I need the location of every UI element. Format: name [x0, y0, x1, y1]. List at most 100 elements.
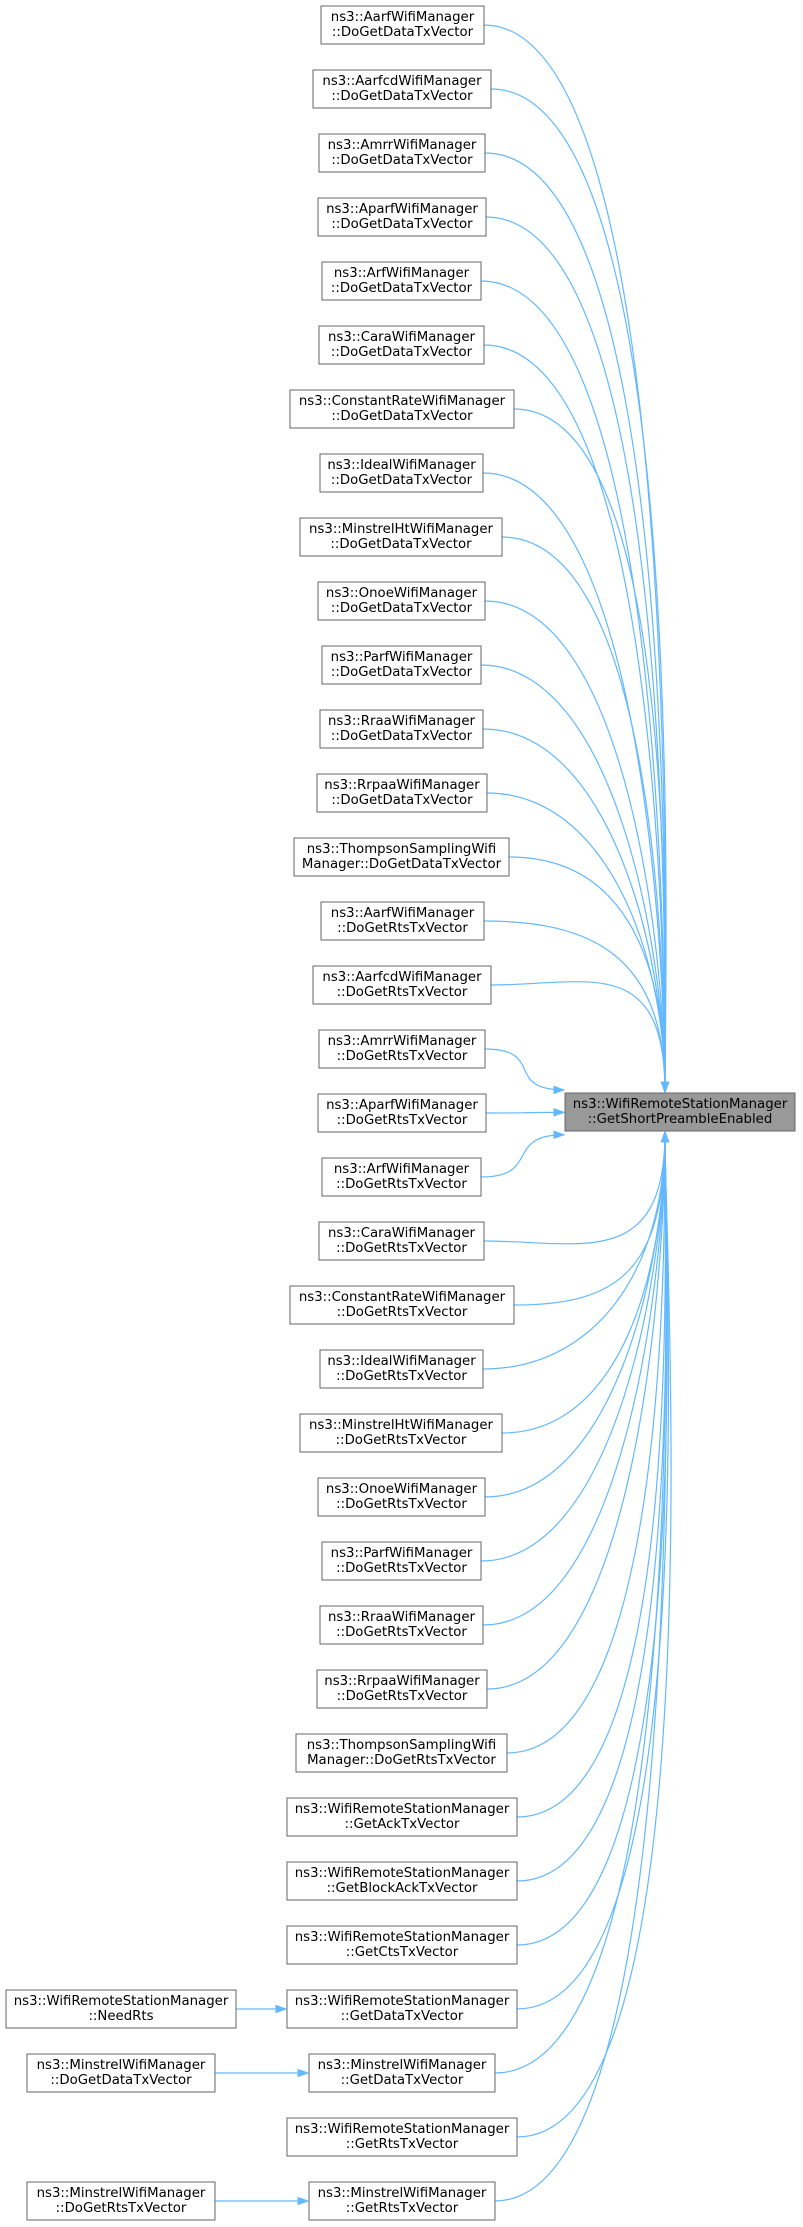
node-label-line: ns3::CaraWifiManager [328, 330, 476, 345]
node-ns3-rrpaawifimanager-dogetdatatxvector[interactable]: ns3::RrpaaWifiManager::DoGetDataTxVector [316, 773, 488, 813]
node-ns3-onoewifimanager-dogetrtstxvector[interactable]: ns3::OnoeWifiManager::DoGetRtsTxVector [317, 1477, 486, 1517]
node-label-line: ns3::WifiRemoteStationManager [295, 1802, 510, 1817]
node-ns3-minstrelhtwifimanager-dogetrtstxvector[interactable]: ns3::MinstrelHtWifiManager::DoGetRtsTxVe… [299, 1413, 503, 1453]
node-box [299, 517, 503, 557]
node-label-line: ::GetShortPreambleEnabled [588, 1112, 773, 1127]
edge-n16-to-target [484, 1048, 566, 1095]
node-box [318, 325, 485, 365]
node-label-line: ns3::RraaWifiManager [328, 1610, 476, 1625]
node-ns3-aarfcdwifimanager-dogetdatatxvector[interactable]: ns3::AarfcdWifiManager::DoGetDataTxVecto… [312, 69, 492, 109]
node-label-line: ::NeedRts [88, 2009, 153, 2024]
node-ns3-aarfwifimanager-dogetdatatxvector[interactable]: ns3::AarfWifiManager::DoGetDataTxVector [320, 5, 485, 45]
edge-line [484, 600, 666, 1093]
node-box [321, 1157, 482, 1197]
edge-n24-to-target [480, 1130, 670, 1562]
node-label-line: Manager::DoGetDataTxVector [302, 857, 502, 872]
node-ns3-idealwifimanager-dogetrtstxvector[interactable]: ns3::IdealWifiManager::DoGetRtsTxVector [319, 1349, 484, 1389]
node-ns3-arfwifimanager-dogetrtstxvector[interactable]: ns3::ArfWifiManager::DoGetRtsTxVector [321, 1157, 482, 1197]
node-ns3-aparfwifimanager-dogetdatatxvector[interactable]: ns3::AparfWifiManager::DoGetDataTxVector [317, 197, 487, 237]
node-ns3-wifiremotestationmanager-getacktxvector[interactable]: ns3::WifiRemoteStationManager::GetAckTxV… [286, 1797, 518, 1837]
edge-n28-to-target [516, 1130, 670, 1818]
edge-arrowhead [275, 2004, 288, 2014]
node-ns3-amrrwifimanager-dogetdatatxvector[interactable]: ns3::AmrrWifiManager::DoGetDataTxVector [318, 133, 486, 173]
node-ns3-aarfwifimanager-dogetrtstxvector[interactable]: ns3::AarfWifiManager::DoGetRtsTxVector [320, 901, 485, 941]
node-box [293, 837, 510, 877]
edge-n35-to-n31 [236, 2004, 288, 2014]
node-ns3-carawifimanager-dogetdatatxvector[interactable]: ns3::CaraWifiManager::DoGetDataTxVector [318, 325, 485, 365]
node-box [321, 261, 482, 301]
edge-line [483, 920, 666, 1093]
node-ns3-wifiremotestationmanager-getblockacktxvector[interactable]: ns3::WifiRemoteStationManager::GetBlockA… [286, 1861, 518, 1901]
node-ns3-minstrelwifimanager-dogetrtstxvector[interactable]: ns3::MinstrelWifiManager::DoGetRtsTxVect… [26, 2181, 216, 2221]
edge-n15-to-target [490, 981, 670, 1094]
edge-line [501, 1131, 666, 1434]
node-ns3-parfwifimanager-dogetrtstxvector[interactable]: ns3::ParfWifiManager::DoGetRtsTxVector [321, 1541, 482, 1581]
node-label-line: ns3::RraaWifiManager [328, 714, 476, 729]
edge-arrowhead [553, 1130, 566, 1140]
node-box [286, 1989, 518, 2029]
node-ns3-minstrelwifimanager-dogetdatatxvector[interactable]: ns3::MinstrelWifiManager::DoGetDataTxVec… [26, 2053, 216, 2093]
node-ns3-wifiremotestationmanager-needrts[interactable]: ns3::WifiRemoteStationManager::NeedRts [5, 1989, 237, 2029]
node-ns3-rraawifimanager-dogetrtstxvector[interactable]: ns3::RraaWifiManager::DoGetRtsTxVector [319, 1605, 484, 1645]
node-label-line: ::DoGetRtsTxVector [336, 1625, 467, 1640]
edge-n13-to-target [508, 856, 670, 1094]
edge-line [480, 1134, 565, 1178]
node-ns3-rrpaawifimanager-dogetrtstxvector[interactable]: ns3::RrpaaWifiManager::DoGetRtsTxVector [316, 1669, 488, 1709]
node-label-line: ns3::ThompsonSamplingWifi [307, 842, 497, 857]
node-box [26, 2053, 216, 2093]
node-ns3-thompsonsamplingwifi-manager-dogetrtstxvector[interactable]: ns3::ThompsonSamplingWifiManager::DoGetR… [295, 1733, 508, 1773]
node-box [321, 1541, 482, 1581]
node-label-line: ns3::ThompsonSamplingWifi [307, 1738, 497, 1753]
node-ns3-minstrelwifimanager-getrtstxvector[interactable]: ns3::MinstrelWifiManager::GetRtsTxVector [308, 2181, 496, 2221]
node-ns3-constantratewifimanager-dogetrtstxvector[interactable]: ns3::ConstantRateWifiManager::DoGetRtsTx… [289, 1285, 515, 1325]
node-box [318, 1221, 485, 1261]
node-ns3-arfwifimanager-dogetdatatxvector[interactable]: ns3::ArfWifiManager::DoGetDataTxVector [321, 261, 482, 301]
node-box [26, 2181, 216, 2221]
node-ns3-onoewifimanager-dogetdatatxvector[interactable]: ns3::OnoeWifiManager::DoGetDataTxVector [317, 581, 486, 621]
node-box [312, 965, 492, 1005]
node-label-line: ns3::MinstrelHtWifiManager [309, 522, 494, 537]
node-ns3-carawifimanager-dogetrtstxvector[interactable]: ns3::CaraWifiManager::DoGetRtsTxVector [318, 1221, 485, 1261]
edge-line [486, 1131, 666, 1690]
node-label-line: ::GetRtsTxVector [346, 2201, 459, 2216]
node-box [286, 1861, 518, 1901]
node-label-line: ns3::OnoeWifiManager [326, 1482, 478, 1497]
edge-arrowhead [553, 1108, 566, 1117]
edge-n36-to-n32 [215, 2068, 310, 2078]
node-box [319, 709, 484, 749]
node-ns3-amrrwifimanager-dogetrtstxvector[interactable]: ns3::AmrrWifiManager::DoGetRtsTxVector [318, 1029, 486, 1069]
node-label-line: ns3::WifiRemoteStationManager [295, 1930, 510, 1945]
node-label-line: ::DoGetRtsTxVector [337, 1113, 468, 1128]
edge-line [508, 856, 666, 1093]
node-ns3-aarfcdwifimanager-dogetrtstxvector[interactable]: ns3::AarfcdWifiManager::DoGetRtsTxVector [312, 965, 492, 1005]
node-ns3-thompsonsamplingwifi-manager-dogetdatatxvector[interactable]: ns3::ThompsonSamplingWifiManager::DoGetD… [293, 837, 510, 877]
node-ns3-wifiremotestationmanager-getctstxvector[interactable]: ns3::WifiRemoteStationManager::GetCtsTxV… [286, 1925, 518, 1965]
node-ns3-wifiremotestationmanager-getdatatxvector[interactable]: ns3::WifiRemoteStationManager::GetDataTx… [286, 1989, 518, 2029]
node-ns3-minstrelwifimanager-getdatatxvector[interactable]: ns3::MinstrelWifiManager::GetDataTxVecto… [308, 2053, 496, 2093]
node-box [318, 133, 486, 173]
edge-n25-to-target [482, 1130, 670, 1626]
node-label-line: ns3::MinstrelHtWifiManager [309, 1418, 494, 1433]
target-node[interactable]: ns3::WifiRemoteStationManager::GetShortP… [564, 1092, 796, 1132]
edge-arrowhead [297, 2196, 310, 2206]
node-box [289, 389, 515, 429]
edge-n5-to-target [483, 344, 670, 1094]
node-ns3-wifiremotestationmanager-getrtstxvector[interactable]: ns3::WifiRemoteStationManager::GetRtsTxV… [286, 2117, 518, 2157]
node-ns3-idealwifimanager-dogetdatatxvector[interactable]: ns3::IdealWifiManager::DoGetDataTxVector [319, 453, 484, 493]
node-label-line: ::DoGetDataTxVector [331, 601, 473, 616]
edge-line [516, 1131, 672, 2138]
edge-n7-to-target [482, 472, 670, 1094]
edge-line [480, 664, 666, 1093]
node-box [316, 773, 488, 813]
node-label-line: ns3::RrpaaWifiManager [324, 1674, 480, 1689]
node-ns3-constantratewifimanager-dogetdatatxvector[interactable]: ns3::ConstantRateWifiManager::DoGetDataT… [289, 389, 515, 429]
node-ns3-aparfwifimanager-dogetrtstxvector[interactable]: ns3::AparfWifiManager::DoGetRtsTxVector [317, 1093, 487, 1133]
edge-n20-to-target [513, 1130, 670, 1306]
node-label-line: ns3::MinstrelWifiManager [37, 2186, 206, 2201]
node-ns3-minstrelhtwifimanager-dogetdatatxvector[interactable]: ns3::MinstrelHtWifiManager::DoGetDataTxV… [299, 517, 503, 557]
node-ns3-parfwifimanager-dogetdatatxvector[interactable]: ns3::ParfWifiManager::DoGetDataTxVector [321, 645, 482, 685]
node-ns3-rraawifimanager-dogetdatatxvector[interactable]: ns3::RraaWifiManager::DoGetDataTxVector [319, 709, 484, 749]
edge-line [480, 1131, 666, 1562]
node-box [564, 1092, 796, 1132]
edge-line [501, 536, 666, 1093]
